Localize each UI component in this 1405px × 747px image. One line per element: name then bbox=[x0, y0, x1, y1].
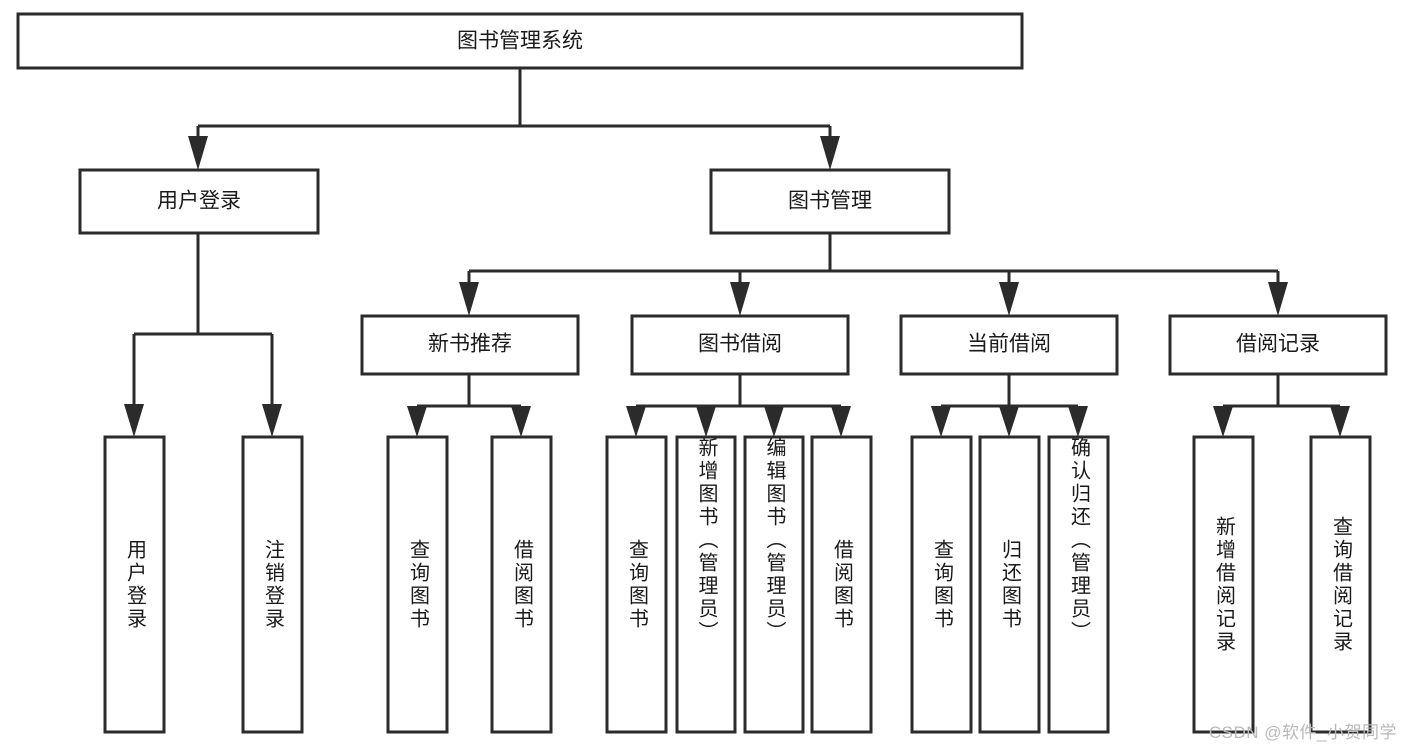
watermark-text: CSDN @软件_小贺同学 bbox=[1208, 723, 1397, 742]
node-current-borrow-label: 当前借阅 bbox=[967, 333, 1051, 356]
connector-group-root-to-level2 bbox=[188, 68, 840, 170]
node-book-management[interactable]: 图书管理 bbox=[709, 168, 951, 235]
node-book-borrow[interactable]: 图书借阅 bbox=[630, 314, 850, 376]
node-root-label: 图书管理系统 bbox=[457, 30, 583, 53]
node-user-login-box[interactable] bbox=[78, 168, 320, 235]
node-book-management-label: 图书管理 bbox=[788, 190, 872, 213]
leaf-box-new-book-2[interactable] bbox=[490, 435, 553, 734]
node-user-login-label: 用户登录 bbox=[157, 190, 241, 213]
arrowhead-l3-1 bbox=[459, 282, 479, 316]
arrowhead-cb-2 bbox=[999, 406, 1019, 437]
leaf-box-user-login-1[interactable] bbox=[103, 435, 166, 734]
node-book-borrow-box[interactable] bbox=[630, 314, 850, 376]
arrowhead-cb-1 bbox=[931, 406, 951, 437]
node-borrow-records[interactable]: 借阅记录 bbox=[1168, 314, 1388, 376]
node-current-borrow-box[interactable] bbox=[899, 314, 1119, 376]
node-new-book-recommend-label: 新书推荐 bbox=[428, 333, 512, 356]
leaf-box-book-borrow-2[interactable] bbox=[675, 435, 737, 734]
arrowhead-bb-4 bbox=[831, 406, 851, 437]
connector-group-current-borrow-children bbox=[931, 374, 1088, 437]
leaf-box-current-borrow-3[interactable] bbox=[1047, 435, 1110, 734]
node-root-box[interactable] bbox=[16, 12, 1024, 70]
connector-group-book-borrow-children bbox=[626, 374, 851, 437]
leaf-box-current-borrow-2[interactable] bbox=[978, 435, 1041, 734]
node-current-borrow[interactable]: 当前借阅 bbox=[899, 314, 1119, 376]
arrowhead-bb-3 bbox=[764, 406, 784, 437]
arrowhead-cb-3 bbox=[1068, 406, 1088, 437]
leaf-box-borrow-records-2[interactable] bbox=[1309, 435, 1372, 734]
arrowhead-user-login bbox=[188, 136, 208, 170]
arrowhead-br-1 bbox=[1213, 406, 1233, 437]
node-borrow-records-box[interactable] bbox=[1168, 314, 1388, 376]
leaf-box-new-book-1[interactable] bbox=[386, 435, 449, 734]
node-new-book-recommend-box[interactable] bbox=[360, 314, 580, 376]
connector-group-user-login-children bbox=[124, 233, 282, 437]
arrowhead-bb-2 bbox=[696, 406, 716, 437]
node-new-book-recommend[interactable]: 新书推荐 bbox=[360, 314, 580, 376]
node-user-login[interactable]: 用户登录 bbox=[78, 168, 320, 235]
leaf-box-borrow-records-1[interactable] bbox=[1192, 435, 1255, 734]
leaf-box-book-borrow-3[interactable] bbox=[743, 435, 805, 734]
arrowhead-l3-4 bbox=[1268, 282, 1288, 316]
leaf-box-current-borrow-1[interactable] bbox=[910, 435, 973, 734]
arrowhead-l3-2 bbox=[730, 282, 750, 316]
connector-group-borrow-records-children bbox=[1213, 374, 1350, 437]
arrowhead-nb-1 bbox=[407, 406, 427, 437]
node-root[interactable]: 图书管理系统 bbox=[16, 12, 1024, 70]
node-book-borrow-label: 图书借阅 bbox=[698, 333, 782, 356]
arrowhead-ul-1 bbox=[124, 404, 144, 437]
leaf-box-book-borrow-4[interactable] bbox=[810, 435, 873, 734]
connector-group-new-book-children bbox=[407, 374, 531, 437]
arrowhead-nb-2 bbox=[511, 406, 531, 437]
arrowhead-ul-2 bbox=[262, 404, 282, 437]
connector-group-book-mgmt-children bbox=[459, 233, 1288, 316]
node-borrow-records-label: 借阅记录 bbox=[1236, 333, 1320, 356]
leaf-box-user-login-2[interactable] bbox=[241, 435, 304, 734]
arrowhead-book-mgmt bbox=[820, 136, 840, 170]
arrowhead-l3-3 bbox=[999, 282, 1019, 316]
leaf-box-book-borrow-1[interactable] bbox=[605, 435, 668, 734]
arrowhead-br-2 bbox=[1330, 406, 1350, 437]
node-book-management-box[interactable] bbox=[709, 168, 951, 235]
arrowhead-bb-1 bbox=[626, 406, 646, 437]
